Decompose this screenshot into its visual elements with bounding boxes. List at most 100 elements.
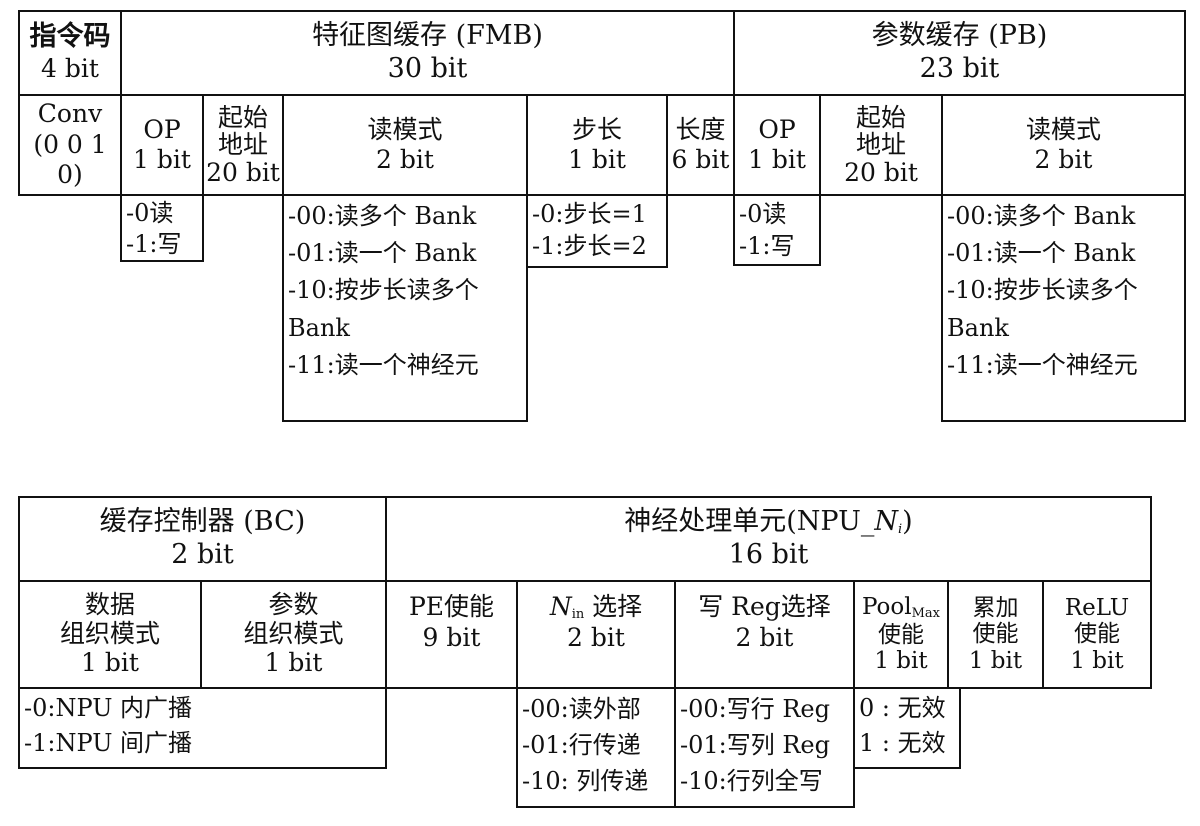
fmb-addr-label-2: 地址 — [217, 130, 268, 160]
conv-field: Conv (0 0 1 0) — [20, 96, 120, 194]
fmb-op-field: OP 1 bit — [122, 96, 202, 194]
pb-mode-bits: 2 bit — [1034, 145, 1093, 174]
top-divider — [202, 94, 204, 196]
option-item: -1:NPU 间广播 — [24, 728, 193, 757]
pool-enable-label-2: 使能 — [878, 622, 924, 649]
opcode-name: 指令码 — [29, 21, 111, 53]
option-item: -0读 — [739, 200, 787, 228]
pool-enable-bits: 1 bit — [874, 648, 928, 675]
nin-select-label: Nin 选择 — [549, 592, 643, 622]
option-item: -01:读一个 Bank — [288, 239, 477, 268]
pb-name: 参数缓存 (PB) — [871, 20, 1048, 52]
pb-addr-field: 起始 地址 20 bit — [821, 96, 941, 194]
pe-enable-field: PE使能 9 bit — [387, 582, 516, 687]
option-item: -11:读一个神经元 — [947, 350, 1138, 379]
fmb-addr-bits: 20 bit — [206, 157, 280, 187]
conv-code: (0 0 1 0) — [33, 129, 107, 190]
nin-options: -00:读外部 -01:行传递 -10: 列传递 — [516, 687, 676, 808]
option-item: -1:步长=2 — [532, 232, 647, 261]
pb-mode-field: 读模式 2 bit — [943, 96, 1184, 194]
param-org-bits: 1 bit — [264, 647, 323, 677]
npu-bits: 16 bit — [728, 539, 809, 570]
pb-bits: 23 bit — [919, 53, 1000, 84]
broadcast-options: -0:NPU 内广播 -1:NPU 间广播 — [18, 687, 387, 769]
bottom-divider — [853, 580, 855, 689]
fmb-op-options: -0读 -1:写 — [120, 194, 204, 262]
fmb-stride-bits: 1 bit — [568, 145, 626, 174]
top-divider — [666, 94, 668, 196]
top-divider — [282, 94, 284, 196]
option-item: -01:读一个 Bank — [947, 239, 1136, 268]
fmb-mode-field: 读模式 2 bit — [284, 96, 526, 194]
data-org-label-1: 数据 — [84, 590, 135, 620]
fmb-length-bits: 6 bit — [671, 145, 730, 174]
fmb-op-label: OP — [143, 114, 181, 144]
option-item: -01:写列 Reg — [680, 731, 830, 759]
bc-header: 缓存控制器 (BC) 2 bit — [20, 498, 385, 580]
write-reg-bits: 2 bit — [735, 622, 794, 652]
stride-options: -0:步长=1 -1:步长=2 — [526, 194, 668, 268]
pool-enable-field: PoolMax 使能 1 bit — [855, 582, 947, 687]
fmb-length-field: 长度 6 bit — [668, 96, 733, 194]
bottom-divider — [385, 496, 387, 689]
top-divider — [526, 94, 528, 196]
nin-select-field: Nin 选择 2 bit — [518, 582, 674, 687]
data-org-bits: 1 bit — [81, 647, 139, 677]
pb-op-label: OP — [758, 114, 796, 144]
option-item: -11:读一个神经元 — [288, 350, 479, 379]
option-item: -00:写行 Reg — [680, 695, 830, 723]
valid-options: 0 : 无效 1 : 无效 — [853, 687, 961, 769]
relu-enable-label-1: ReLU — [1064, 594, 1130, 621]
fmb-header: 特征图缓存 (FMB) 30 bit — [122, 12, 733, 94]
option-item: -1:写 — [739, 232, 795, 261]
pb-op-field: OP 1 bit — [735, 96, 819, 194]
param-org-label-1: 参数 — [268, 590, 319, 620]
top-divider — [120, 10, 122, 196]
pool-enable-label: PoolMax — [862, 594, 940, 622]
pe-enable-bits: 9 bit — [422, 622, 481, 652]
option-item: -00:读多个 Bank — [947, 202, 1136, 230]
fmb-name: 特征图缓存 (FMB) — [312, 20, 543, 52]
fmb-addr-field: 起始 地址 20 bit — [204, 96, 282, 194]
bottom-divider — [1042, 580, 1044, 689]
opcode-bits: 4 bit — [41, 54, 99, 84]
pe-enable-label: PE使能 — [408, 592, 495, 621]
pb-op-bits: 1 bit — [748, 145, 806, 174]
option-item: 1 : 无效 — [859, 728, 946, 757]
param-org-label-2: 组织模式 — [243, 619, 344, 649]
fmb-mode-options: -00:读多个 Bank -01:读一个 Bank -10:按步长读多个 Ban… — [282, 194, 528, 422]
top-divider — [941, 94, 943, 196]
write-reg-field: 写 Reg选择 2 bit — [676, 582, 853, 687]
option-item: -10:按步长读多个 Bank — [288, 276, 479, 342]
pb-mode-label: 读模式 — [1025, 114, 1101, 144]
option-item: -00:读外部 — [522, 695, 641, 723]
acc-enable-bits: 1 bit — [968, 647, 1023, 674]
bottom-row-divider — [18, 580, 1152, 582]
fmb-bits: 30 bit — [387, 53, 468, 84]
bottom-divider — [200, 580, 202, 689]
option-item: -01:行传递 — [522, 731, 641, 759]
pb-addr-bits: 20 bit — [844, 157, 918, 187]
option-item: -00:读多个 Bank — [288, 202, 477, 230]
fmb-stride-field: 步长 1 bit — [528, 96, 666, 194]
top-row-divider — [18, 94, 1186, 96]
write-reg-options: -00:写行 Reg -01:写列 Reg -10:行列全写 — [674, 687, 855, 808]
option-item: -10:按步长读多个 Bank — [947, 276, 1138, 342]
top-divider — [819, 94, 821, 196]
pb-addr-label-1: 起始 — [855, 102, 906, 132]
option-item: -10: 列传递 — [522, 767, 649, 795]
acc-enable-label-1: 累加 — [972, 594, 1019, 621]
option-item: -0:步长=1 — [532, 200, 647, 228]
nin-select-bits: 2 bit — [567, 622, 625, 652]
fmb-addr-label-1: 起始 — [217, 102, 268, 132]
npu-header: 神经处理单元(NPU_Ni) 16 bit — [387, 498, 1150, 580]
bottom-divider — [516, 580, 518, 689]
option-item: -0读 — [126, 199, 174, 227]
top-instruction-table — [18, 10, 1186, 196]
npu-name: 神经处理单元(NPU_Ni) — [624, 506, 913, 538]
opcode-header: 指令码 4 bit — [20, 12, 120, 94]
option-item: -1:写 — [126, 230, 182, 259]
bottom-divider — [674, 580, 676, 689]
data-org-label-2: 组织模式 — [59, 619, 160, 649]
option-item: -10:行列全写 — [680, 767, 823, 795]
